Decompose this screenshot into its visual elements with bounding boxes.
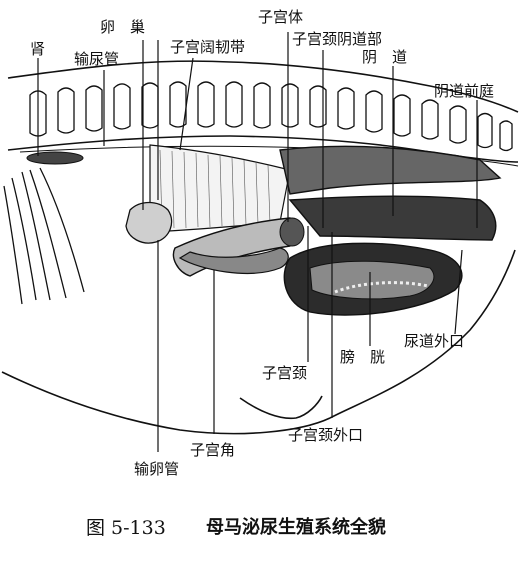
back-outline [7, 60, 519, 113]
uterine-horn-shape [178, 247, 289, 274]
label-vaginal-part-of-cervix: 子宫颈阴道部 [292, 30, 382, 48]
abdominal-outline [1, 371, 331, 435]
cervix-shape [279, 217, 305, 247]
bladder-inner [309, 260, 435, 300]
vagina-shape [288, 195, 497, 241]
label-bladder: 膀 胱 [340, 348, 385, 366]
ovary-shape [125, 201, 173, 244]
label-uterine-horn: 子宫角 [190, 441, 235, 459]
hindlimb-outline [329, 249, 516, 419]
figure-number: 图 5-133 [86, 517, 166, 539]
illustration [1, 32, 519, 452]
label-vaginal-vestibule: 阴道前庭 [434, 82, 494, 100]
label-uterine-body: 子宫体 [258, 8, 303, 26]
label-external-urethral-orifice: 尿道外口 [404, 332, 464, 350]
ribs [3, 167, 85, 305]
label-kidney: 肾 [30, 40, 45, 58]
urethra [334, 281, 429, 294]
label-external-cervical-os: 子宫颈外口 [288, 426, 363, 444]
label-cervix: 子宫颈 [262, 364, 307, 382]
vertebrae [29, 81, 513, 152]
label-vagina: 阴 道 [362, 48, 407, 66]
label-broad-ligament: 子宫阔韧带 [170, 38, 245, 56]
label-ureter: 输尿管 [74, 50, 119, 68]
broad-ligament-hatching [159, 149, 271, 229]
figure-caption: 图 5-133 母马泌尿生殖系统全貌 [86, 516, 386, 539]
label-ovary: 卵 巢 [100, 18, 145, 36]
rectum-shape [279, 145, 502, 195]
figure-title: 母马泌尿生殖系统全貌 [206, 516, 386, 538]
leader-lines [37, 32, 478, 452]
labels: 肾 卵 巢 输尿管 子宫阔韧带 子宫体 子宫颈阴道部 阴 道 阴道前庭 尿道外口… [30, 8, 494, 478]
udder-outline [239, 395, 323, 420]
kidney-shape [26, 151, 84, 165]
label-oviduct: 输卵管 [134, 460, 179, 478]
